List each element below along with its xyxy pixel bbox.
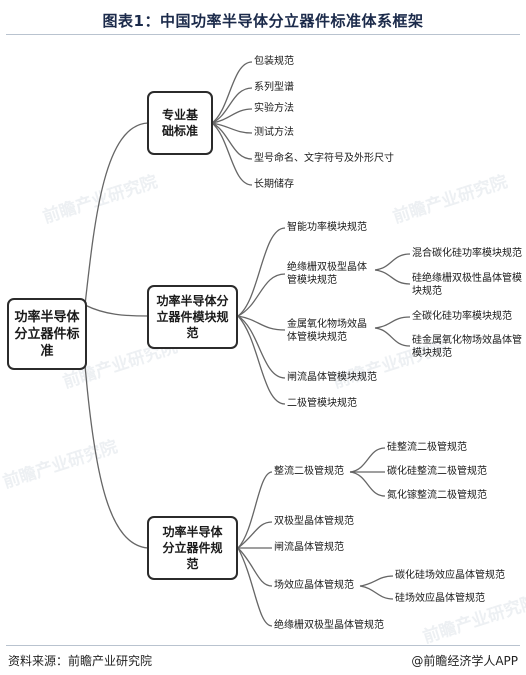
connector xyxy=(84,122,149,306)
sub-item-label: 硅整流二极管规范 xyxy=(387,442,467,453)
sub-item-label: 硅绝缘栅双极性晶体管模块规范 xyxy=(412,273,522,297)
sub-item-label: 硅金属氧化物场效晶体管模块规范 xyxy=(412,335,522,359)
connector xyxy=(374,253,411,271)
connector xyxy=(237,315,286,331)
connector xyxy=(374,269,411,285)
sub-item-label: 碳化硅场效应晶体管规范 xyxy=(395,570,505,581)
leaf-label: 测试方法 xyxy=(254,127,294,138)
connector xyxy=(237,547,273,587)
connector xyxy=(211,122,253,160)
connector xyxy=(237,227,286,317)
connector xyxy=(211,87,253,124)
connector xyxy=(374,327,411,347)
source-note: 资料来源：前瞻产业研究院 xyxy=(8,654,153,668)
branch-node-basic-standards: 专业基础标准 xyxy=(147,91,213,155)
leaf-label: 长期储存 xyxy=(254,179,294,190)
root-node: 功率半导体分立器件标准 xyxy=(7,298,87,370)
item-label: 二极管模块规范 xyxy=(287,398,357,409)
item-label: 闸流晶体管规范 xyxy=(274,542,344,553)
item-label: 整流二极管规范 xyxy=(274,466,344,477)
item-label: 金属氧化物场效晶体管模块规范 xyxy=(287,319,367,343)
connector xyxy=(211,122,253,134)
connector xyxy=(237,273,286,317)
leaf-label: 实验方法 xyxy=(254,103,294,114)
brand-note: @前瞻经济学人APP xyxy=(411,654,518,668)
connector xyxy=(359,585,394,600)
item-label: 绝缘栅双极型晶体管规范 xyxy=(274,620,384,631)
sub-item-label: 氮化镓整流二极管规范 xyxy=(387,490,487,501)
item-label: 智能功率模块规范 xyxy=(287,222,367,233)
connector xyxy=(237,315,286,405)
sub-item-label: 混合碳化硅功率模块规范 xyxy=(412,248,522,259)
connector xyxy=(84,364,149,549)
leaf-label: 包装规范 xyxy=(254,56,294,67)
connector xyxy=(211,61,253,124)
sub-item-label: 碳化硅整流二极管规范 xyxy=(387,466,487,477)
connector xyxy=(237,521,273,549)
connector xyxy=(237,315,286,379)
title-divider xyxy=(6,34,520,35)
item-label: 场效应晶体管规范 xyxy=(274,580,354,591)
sub-item-label: 硅场效应晶体管规范 xyxy=(395,593,485,604)
connector xyxy=(237,547,273,627)
connector xyxy=(211,108,253,124)
branch-node-device-specs: 功率半导体分立器件规范 xyxy=(147,516,238,580)
footer-divider xyxy=(6,645,520,646)
page-title: 图表1：中国功率半导体分立器件标准体系框架 xyxy=(102,12,424,30)
connector xyxy=(349,447,386,473)
connector xyxy=(211,122,253,186)
connector xyxy=(237,471,273,549)
connector xyxy=(349,471,386,497)
item-label: 绝缘栅双极型晶体管模块规范 xyxy=(287,262,367,286)
connector xyxy=(84,304,149,317)
item-label: 双极型晶体管规范 xyxy=(274,516,354,527)
connector xyxy=(374,316,411,329)
leaf-label: 型号命名、文字符号及外形尺寸 xyxy=(254,153,394,164)
leaf-label: 系列型谱 xyxy=(254,82,294,93)
connector xyxy=(359,575,394,587)
sub-item-label: 全碳化硅功率模块规范 xyxy=(412,311,512,322)
branch-node-module-specs: 功率半导体分立器件模块规范 xyxy=(147,285,238,349)
item-label: 闸流晶体管模块规范 xyxy=(287,372,377,383)
